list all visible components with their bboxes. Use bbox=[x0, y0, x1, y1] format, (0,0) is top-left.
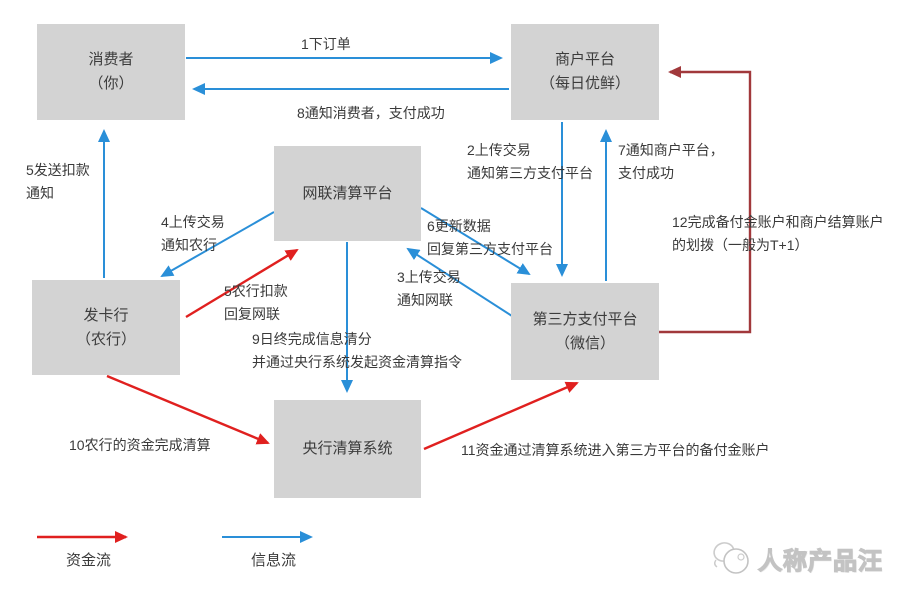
node-card-issuer-bank: 发卡行 （农行） bbox=[32, 280, 180, 375]
edge-step12-settlement-transfer-money bbox=[659, 66, 752, 334]
edge-step6-reply-third-party-info bbox=[420, 207, 531, 276]
label-step9-clearing-instruction: 9日终完成信息清分 并通过央行系统发起资金清算指令 bbox=[252, 331, 462, 370]
label-step10-issuer-settlement: 10农行的资金完成清算 bbox=[69, 437, 211, 453]
dog-logo-icon bbox=[713, 542, 749, 574]
edge-step3-notify-netsunion-info bbox=[406, 247, 513, 317]
node-third-party-payment-platform: 第三方支付平台 （微信） bbox=[511, 283, 659, 380]
label-step8-notify-consumer: 8通知消费者，支付成功 bbox=[297, 105, 445, 121]
legend-info-flow-label: 信息流 bbox=[251, 552, 297, 569]
label-step11-reserve-account: 11资金通过清算系统进入第三方平台的备付金账户 bbox=[461, 442, 770, 458]
node-consumer: 消费者 （你） bbox=[37, 24, 185, 120]
label-step4-notify-issuer: 4上传交易 通知农行 bbox=[161, 214, 225, 253]
label-step5-issuer-deduct-reply: 5农行扣款 回复网联 bbox=[224, 283, 288, 322]
label-step7-notify-merchant: 7通知商户平台， 支付成功 bbox=[618, 142, 724, 181]
watermark-text: 人称产品汪 bbox=[757, 547, 883, 575]
edge-step10-issuer-settle-money bbox=[106, 374, 270, 445]
legend-money-flow-label: 资金流 bbox=[66, 552, 112, 569]
node-netsunion-clearing-platform: 网联清算平台 bbox=[274, 146, 421, 241]
watermark: 人称产品汪 bbox=[710, 540, 883, 576]
label-step2-upload-transaction: 2上传交易 通知第三方支付平台 bbox=[467, 142, 593, 181]
edge-step5-issuer-deduct-money bbox=[185, 248, 299, 319]
label-step12-settlement-transfer: 12完成备付金账户和商户结算账户 的划拨（一般为T+1） bbox=[672, 214, 884, 253]
label-step1-order: 1下订单 bbox=[301, 36, 351, 52]
node-central-bank-clearing-system: 央行清算系统 bbox=[274, 400, 421, 498]
label-step5-deduct-notice: 5发送扣款 通知 bbox=[26, 162, 90, 201]
edge-step4-notify-issuer-info bbox=[160, 211, 275, 277]
node-merchant-platform: 商户平台 （每日优鲜） bbox=[511, 24, 659, 120]
label-step6-update-data: 6更新数据 回复第三方支付平台 bbox=[427, 218, 553, 257]
edge-step11-to-reserve-account-money bbox=[423, 381, 579, 451]
label-step3-notify-netsunion: 3上传交易 通知网联 bbox=[397, 269, 461, 308]
